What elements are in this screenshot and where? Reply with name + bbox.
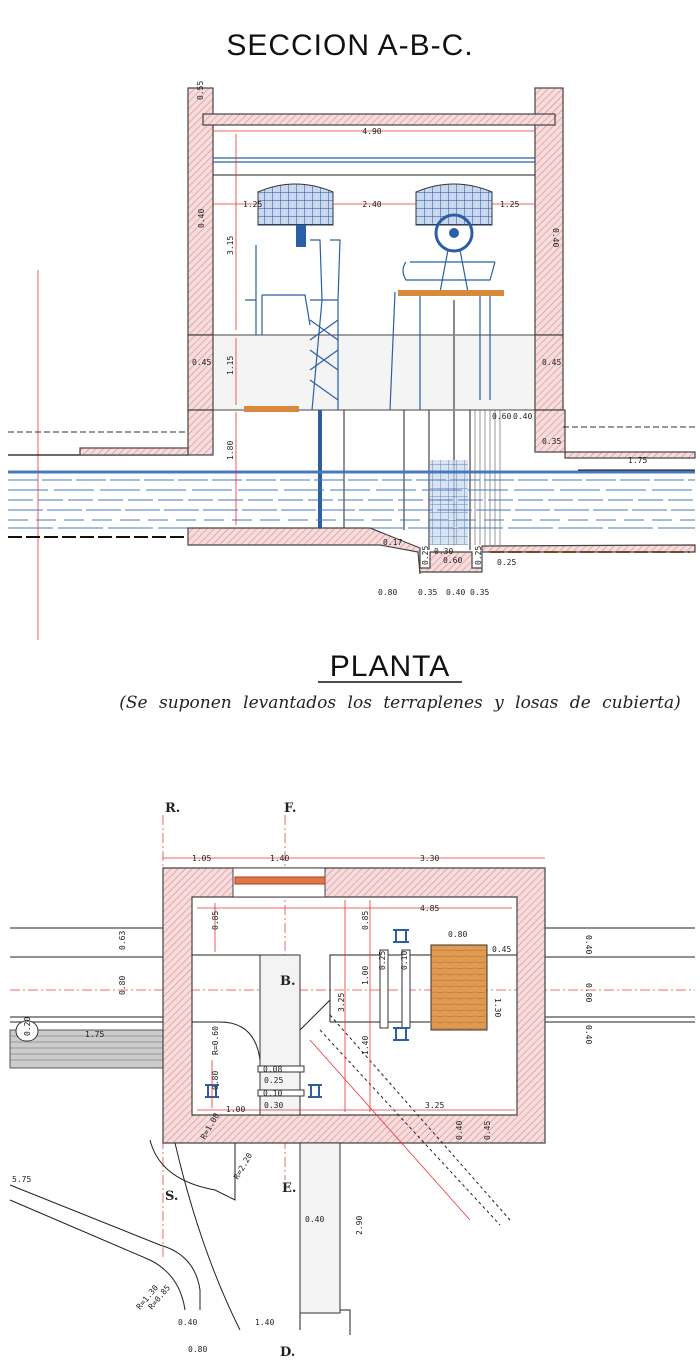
right-window xyxy=(415,183,493,226)
dim-label: 0.30 xyxy=(264,1101,283,1110)
dim-label: 1.30 xyxy=(493,998,502,1017)
base-block xyxy=(212,334,536,411)
label-E: E. xyxy=(282,1181,296,1196)
dim-label: 0.25 xyxy=(421,546,430,565)
dim-label: 0.60 xyxy=(443,556,462,565)
dim-label: 1.25 xyxy=(243,200,262,209)
dim-label: 1.25 xyxy=(500,200,519,209)
dim-label: 0.35 xyxy=(418,588,437,597)
dim-label: 0.10 xyxy=(400,951,409,970)
dim-label: 4.90 xyxy=(362,127,381,136)
roof-beam xyxy=(202,113,556,126)
dim-label: 3.15 xyxy=(226,236,235,255)
dim-label: 3.30 xyxy=(420,854,439,863)
section-dimensions: 0.55 4.90 1.25 2.40 1.25 0.40 0.40 3.15 … xyxy=(192,81,647,597)
timber-gate xyxy=(430,944,488,1031)
dim-label: 2.40 xyxy=(362,200,381,209)
dim-label: 1.00 xyxy=(226,1105,245,1114)
label-B: B. xyxy=(280,974,296,989)
dim-label: 0.80 xyxy=(211,1071,220,1090)
dim-label: 4.85 xyxy=(420,904,439,913)
dim-label: 0.45 xyxy=(542,358,561,367)
dim-label: 1.15 xyxy=(226,356,235,375)
left-base xyxy=(187,334,214,411)
section-view: SECCION A-B-C. xyxy=(8,29,696,640)
dim-label: 0.25 xyxy=(378,951,387,970)
dim-label: 0.40 xyxy=(446,588,465,597)
dim-label: 0.55 xyxy=(196,81,205,100)
dim-label: 0.17 xyxy=(383,538,402,547)
channel-bed xyxy=(187,527,696,575)
dim-label: 0.40 xyxy=(584,935,593,954)
dim-label: 1.75 xyxy=(628,456,647,465)
plan-view: PLANTA (Se suponen levantados los terrap… xyxy=(9,650,695,1360)
left-footing xyxy=(187,409,214,456)
dim-label: R=0.60 xyxy=(211,1026,220,1055)
dim-label: 0.10 xyxy=(263,1089,282,1098)
dim-label: 0.40 xyxy=(513,412,532,421)
dim-label: 3.25 xyxy=(337,993,346,1012)
dim-label: 0.80 xyxy=(448,930,467,939)
left-window xyxy=(257,183,334,226)
dim-label: 0.35 xyxy=(542,437,561,446)
dim-label: 0.85 xyxy=(211,911,220,930)
label-R: R. xyxy=(165,801,180,816)
dim-label: 0.80 xyxy=(584,983,593,1002)
dim-label: 0.80 xyxy=(188,1345,207,1354)
dim-label: 0.40 xyxy=(551,228,560,247)
channel-lines xyxy=(10,927,695,1023)
dim-label: 1.40 xyxy=(270,854,289,863)
dim-label: 0.40 xyxy=(178,1318,197,1327)
dim-label: 0.08 xyxy=(263,1065,282,1074)
dim-label: 0.25 xyxy=(497,558,516,567)
dim-label: 0.80 xyxy=(378,588,397,597)
dim-label: 0.40 xyxy=(305,1215,324,1224)
dim-label: 0.40 xyxy=(584,1025,593,1044)
label-F: F. xyxy=(284,801,296,816)
dim-label: 0.45 xyxy=(483,1121,492,1140)
dim-label: 0.40 xyxy=(455,1121,464,1140)
dim-label: 0.85 xyxy=(361,911,370,930)
dim-label: 1.00 xyxy=(361,966,370,985)
water xyxy=(8,470,695,529)
plan-subtitle: (Se suponen levantados los terraplenes y… xyxy=(119,693,680,713)
label-S: S. xyxy=(165,1189,178,1204)
dim-label: 0.25 xyxy=(474,546,483,565)
plan-title: PLANTA xyxy=(330,650,450,683)
section-title: SECCION A-B-C. xyxy=(226,29,473,62)
right-base xyxy=(534,334,564,411)
dim-label: 1.40 xyxy=(361,1036,370,1055)
dim-label: 0.80 xyxy=(118,976,127,995)
dim-label: 1.05 xyxy=(192,854,211,863)
dim-label: 1.75 xyxy=(85,1030,104,1039)
right-wall xyxy=(534,87,564,336)
dim-label: 0.45 xyxy=(192,358,211,367)
dim-label: 0.30 xyxy=(434,547,453,556)
dim-label: 0.63 xyxy=(118,931,127,950)
plan-letters: R. F. B. E. S. D. xyxy=(165,801,296,1360)
dim-label: 1.80 xyxy=(226,441,235,460)
dim-label: 0.60 xyxy=(492,412,511,421)
dim-label: 0.40 xyxy=(197,209,206,228)
plan-walls xyxy=(162,867,546,1144)
left-hoist xyxy=(244,225,341,412)
gate-beam xyxy=(234,876,326,885)
dim-label: 1.40 xyxy=(255,1318,274,1327)
dim-label: 2.90 xyxy=(355,1216,364,1235)
dim-label: 0.25 xyxy=(264,1076,283,1085)
dim-label: 0.35 xyxy=(470,588,489,597)
dim-label: 3.25 xyxy=(425,1101,444,1110)
right-footing xyxy=(534,409,566,453)
dim-label: 0.20 xyxy=(23,1017,32,1036)
dim-label: 5.75 xyxy=(12,1175,31,1184)
dim-label: 0.45 xyxy=(492,945,511,954)
label-D: D. xyxy=(280,1345,295,1360)
